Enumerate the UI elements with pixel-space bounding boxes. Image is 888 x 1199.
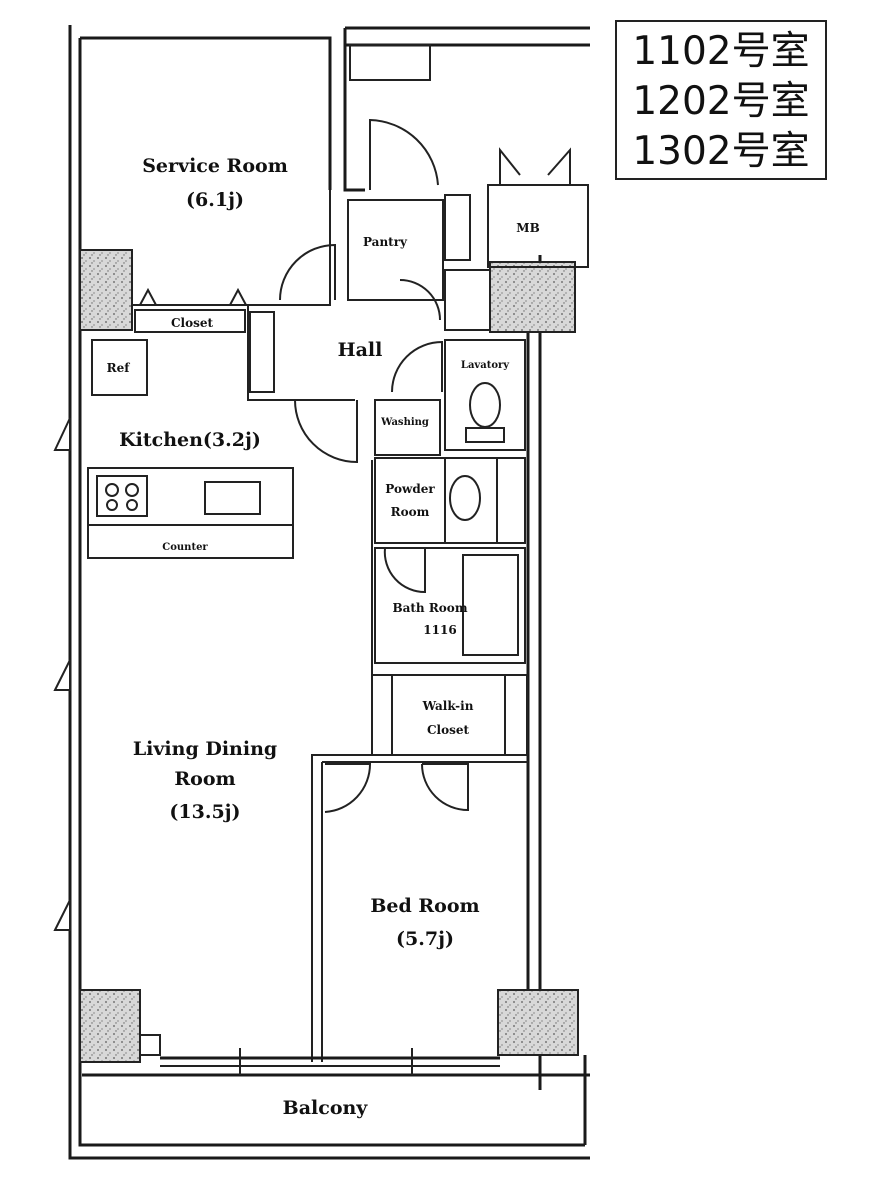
unit-number-box: 1102号室 1202号室 1302号室 (615, 20, 827, 180)
service-room-label: Service Room (142, 155, 288, 177)
bath-room-label: Bath Room (392, 601, 467, 615)
lavatory-label: Lavatory (461, 360, 510, 371)
bath-room-size: 1116 (423, 623, 456, 637)
ref-label: Ref (107, 361, 131, 375)
washing-label: Washing (380, 417, 429, 428)
closet-label: Closet (171, 316, 214, 330)
living-dining-size: (13.5j) (169, 801, 240, 823)
structural-columns (79, 249, 579, 1063)
unit-number: 1202号室 (632, 79, 810, 124)
living-dining-label: Room (174, 768, 235, 790)
entry-area: Pantry MB (279, 118, 589, 331)
powder-room-label: Powder (385, 482, 435, 496)
unit-number: 1302号室 (632, 129, 810, 174)
kitchen-area: Ref Kitchen(3.2j) Counter (53, 339, 294, 559)
hall-area: Hall (247, 305, 443, 464)
service-room-size: (6.1j) (186, 189, 244, 211)
bed-room-label: Bed Room (370, 895, 479, 917)
bed-room: Bed Room (5.7j) (321, 761, 528, 1062)
balcony-label: Balcony (283, 1097, 369, 1119)
living-dining-label: Living Dining (133, 738, 277, 760)
balcony-windows: Balcony (160, 1048, 500, 1119)
powder-room-label: Room (391, 505, 430, 519)
unit-number: 1102号室 (632, 29, 810, 74)
pantry-label: Pantry (363, 235, 408, 249)
service-room: Service Room (6.1j) Closet (80, 155, 331, 333)
walkin-closet-label: Walk-in (422, 699, 474, 713)
hall-label: Hall (338, 339, 383, 361)
counter-label: Counter (162, 542, 208, 553)
walkin-closet-label: Closet (427, 723, 470, 737)
living-dining-room: Living Dining Room (13.5j) (53, 460, 373, 1062)
mb-label: MB (516, 221, 539, 235)
bed-room-size: (5.7j) (396, 928, 454, 950)
wet-area: Lavatory Washing Powder Room Bath Room 1… (371, 339, 528, 756)
outer-walls (68, 25, 590, 1160)
kitchen-label: Kitchen(3.2j) (119, 429, 261, 451)
